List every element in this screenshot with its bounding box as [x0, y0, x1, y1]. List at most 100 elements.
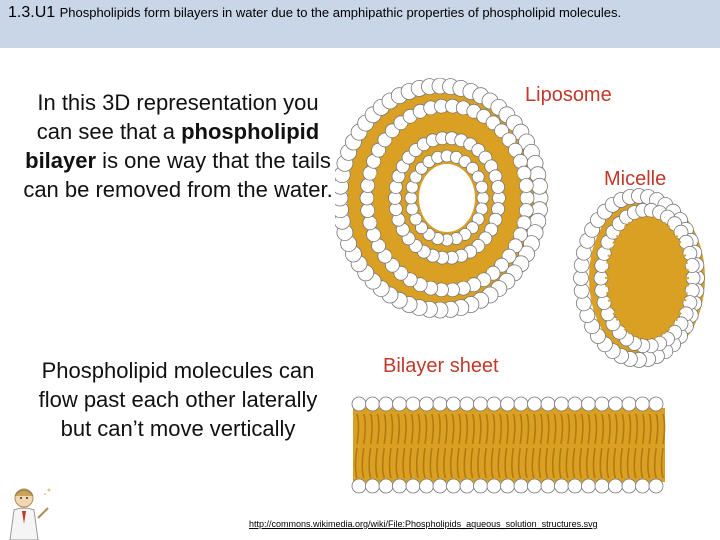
lipid-tail — [448, 111, 453, 131]
lipid-head — [360, 178, 376, 193]
lipid-tail — [372, 203, 392, 208]
lipid-head — [516, 165, 532, 181]
lipid-tail — [379, 160, 397, 170]
lipid-head — [648, 396, 664, 412]
lipid-tail — [500, 215, 519, 222]
lipid-tail — [375, 413, 380, 479]
lipid-tail — [441, 265, 446, 285]
lipid-tail — [477, 125, 489, 142]
lipid-head — [365, 396, 380, 412]
lipid-tail — [619, 229, 640, 255]
lipid-tail — [605, 284, 636, 295]
lipid-tail — [477, 253, 489, 271]
lipid-tail — [657, 247, 685, 264]
lipid-head — [682, 245, 698, 261]
lipid-tail — [463, 413, 469, 479]
lipid-head — [567, 396, 583, 412]
lipid-tail — [607, 254, 636, 268]
lipid-tail — [395, 246, 410, 261]
lipid-head — [419, 478, 434, 494]
lipid-tail — [492, 236, 508, 249]
lipid-tail — [416, 118, 426, 137]
lipid-tail — [511, 413, 516, 479]
lipid-head — [351, 478, 367, 494]
lipid-head — [362, 215, 378, 231]
lipid-tail — [517, 413, 523, 479]
lipid-tail — [640, 413, 645, 479]
lipid-tail — [604, 275, 636, 279]
lipid-head — [518, 178, 534, 193]
lipid-tail — [613, 413, 618, 479]
lipid-tail — [623, 304, 642, 331]
lipid-tail — [545, 413, 550, 479]
lipid-head — [378, 396, 394, 412]
lipid-tail — [400, 250, 413, 266]
lipid-tail — [658, 269, 689, 275]
lipid-tail — [368, 413, 373, 479]
lipid-tail — [381, 413, 387, 479]
lipid-tail — [436, 413, 441, 479]
lipid-tail — [599, 413, 605, 479]
lipid-head — [473, 396, 488, 412]
lipid-tail — [606, 261, 636, 271]
lipid-tail — [658, 285, 688, 295]
lipid-tail — [422, 413, 428, 479]
lipid-tail — [477, 413, 482, 479]
image-source-link[interactable]: http://commons.wikimedia.org/wiki/File:P… — [249, 519, 598, 529]
lipid-tail — [480, 250, 494, 267]
lipid-tail — [651, 221, 666, 250]
lipid-tail — [402, 413, 407, 479]
lipid-head — [596, 295, 612, 311]
lipid-tail — [585, 413, 591, 479]
lipid-tail — [429, 413, 435, 479]
bilayer-sheet-diagram — [351, 396, 666, 494]
paragraph-3d-representation: In this 3D representation you can see th… — [22, 88, 334, 204]
lipid-tail — [354, 413, 360, 479]
lipid-tail — [605, 281, 636, 287]
lipid-tail — [436, 112, 442, 131]
lipid-head — [405, 478, 421, 494]
lipid-tail — [551, 413, 557, 479]
label-bilayer-sheet: Bilayer sheet — [383, 355, 499, 377]
lipid-tail — [372, 189, 392, 194]
lipid-tail — [380, 226, 398, 237]
lipid-tail — [660, 413, 666, 479]
lipid-tail — [658, 277, 690, 281]
paragraph1-bold-term: phospholipid bilayer — [25, 119, 320, 173]
lipid-tail — [653, 413, 659, 479]
lipid-head — [567, 478, 583, 494]
lipid-head — [404, 191, 418, 205]
lipid-tail — [411, 121, 422, 139]
lipid-head — [419, 396, 434, 412]
lipid-tail — [592, 413, 598, 479]
lipid-tail — [361, 413, 367, 479]
lipid-head — [351, 396, 367, 412]
lipid-tail — [658, 261, 689, 272]
lipid-tail — [400, 129, 414, 146]
lipid-tail — [409, 413, 414, 479]
lipid-tail — [481, 130, 494, 146]
lipid-tail — [652, 225, 671, 252]
lipid-head — [475, 180, 489, 194]
lipid-tail — [468, 259, 478, 278]
lipid-tail — [463, 115, 471, 134]
lipid-tail — [386, 147, 402, 160]
lipid-head — [513, 396, 529, 412]
lipid-tail — [604, 269, 636, 276]
lipid-tail — [648, 308, 656, 339]
lipid-head — [594, 396, 610, 412]
lipid-tail — [452, 265, 458, 284]
lipid-head — [554, 478, 569, 494]
lipid-tail — [502, 202, 522, 207]
lipid-tail — [538, 413, 543, 479]
lipid-tail — [472, 257, 483, 275]
lipid-tail — [448, 265, 453, 285]
lipid-head — [365, 478, 380, 494]
lipid-tail — [628, 306, 643, 335]
lipid-head — [648, 478, 664, 494]
lipid-tail — [411, 257, 422, 275]
lipid-tail — [500, 174, 519, 181]
lipid-tail — [531, 413, 537, 479]
lipid-tail — [633, 308, 645, 338]
lipid-tail — [490, 413, 496, 479]
